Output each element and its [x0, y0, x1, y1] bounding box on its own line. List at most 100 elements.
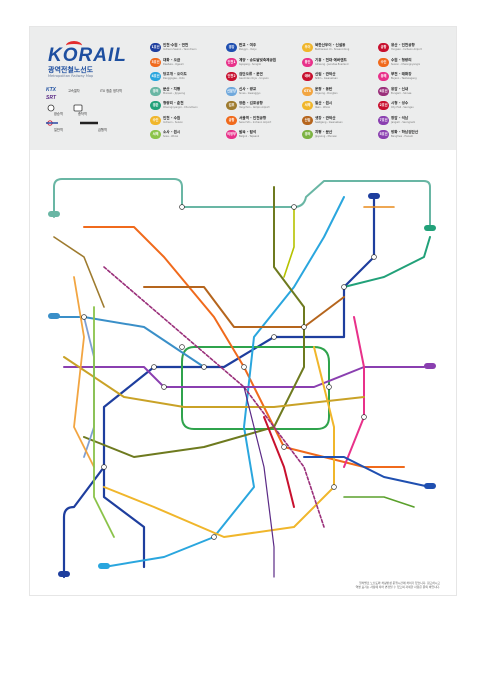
line-name: 검단오류 - 운연 — [239, 72, 263, 76]
line-name: 판교 - 여주 — [239, 43, 257, 47]
route-gyeongchun — [343, 236, 431, 288]
line-name: 문산 - 지평 — [163, 86, 181, 91]
line-name: 장암 - 석남 — [391, 115, 409, 120]
terminal-badge — [424, 225, 436, 231]
line-badge: 경의 — [150, 86, 161, 96]
line-name-en: Danggogae - Oido — [163, 77, 185, 80]
line-name: 방화 - 하남검단산 — [391, 130, 419, 134]
line-name-en: Giheung - Jeondae·Everland — [315, 62, 349, 66]
station-marker — [179, 204, 185, 210]
route-line-1 — [62, 195, 376, 579]
terminal-badge — [98, 563, 110, 569]
terminal-badge — [48, 211, 60, 217]
line-name-en: Bujeon - Taehwagang — [391, 77, 417, 80]
line-name-en: Geomdan Oryu - Unyeon — [239, 77, 269, 80]
line-badge: 수인 — [150, 115, 161, 125]
station-marker — [291, 204, 297, 210]
line-name-en: Unjeong - Dongtan — [315, 91, 338, 95]
station-marker — [201, 364, 207, 370]
line-badge: 6호선 — [378, 86, 389, 96]
line-name-en: Jangam - Seongnam — [391, 120, 416, 124]
line-name: 인천 - 수원 — [163, 115, 181, 120]
line-badge: 김포 — [226, 101, 237, 110]
line-name-en: Gyeyang - Songdo — [239, 62, 262, 66]
stations — [81, 204, 377, 540]
route-airport — [55, 316, 205, 368]
station-marker — [101, 464, 107, 470]
line-name: 신림 - 관악산 — [315, 72, 336, 76]
line-name: 대화 - 오금 — [163, 57, 181, 62]
line-name: 부전 - 태화강 — [391, 72, 412, 76]
legend-header: KORAIL 광역전철노선도 Metropolitan Railway Map … — [30, 27, 456, 150]
trip-label: 일반역 — [54, 128, 63, 132]
line-name: 기흥 - 전대·에버랜드 — [315, 57, 347, 62]
line-badge: 서해 — [302, 101, 313, 110]
line-name: 샛강 - 관악산 — [315, 115, 336, 120]
line-name-en: Yongsan - Incheon Airport — [391, 48, 422, 51]
terminal-badge — [48, 313, 60, 319]
line-badge: 의정부 — [226, 130, 237, 139]
ktx-mark: KTX — [46, 87, 56, 93]
line-badge: 에버 — [302, 72, 313, 81]
line-name-en: Jipyeong - Munsan — [315, 135, 337, 138]
line-badge: 동해 — [378, 72, 389, 81]
line-badge: 5호선 — [378, 130, 389, 139]
line-name: 북한산우이 - 신설동 — [315, 43, 346, 47]
line-name: 당고개 - 오이도 — [163, 72, 187, 76]
route-line-7 — [83, 186, 305, 458]
map-title: 광역전철노선도 — [48, 66, 94, 74]
route-line-8 — [343, 316, 365, 468]
line-badge: 용인 — [302, 57, 313, 67]
route-ktx — [243, 386, 275, 578]
route-ui — [283, 206, 295, 278]
line-name: 발곡 - 탑석 — [239, 130, 257, 134]
line-badge: 2호선 — [378, 101, 389, 110]
line-badge: 우이 — [302, 43, 313, 52]
line-name-en: Pangyo - Yeoju — [239, 48, 257, 51]
line-name: 운정 - 동탄 — [315, 86, 333, 91]
srt-mark: SRT — [46, 95, 56, 101]
station-marker — [341, 284, 347, 290]
line-name-en: Saetgang - Gwanaksan — [315, 120, 343, 124]
station-marker — [271, 334, 277, 340]
line-name: 인천·수원 - 연천 — [163, 43, 189, 47]
line-name-en: City Hall - Seongsu — [391, 106, 414, 109]
station-marker — [151, 364, 157, 370]
transfer-label: 환승역 — [54, 112, 63, 116]
route-everline — [343, 496, 415, 508]
korail-logo-swoosh — [66, 41, 82, 50]
line-name: 용산 - 인천공항 — [391, 43, 415, 47]
line-name-en: Sinsa - Gwanggyo — [239, 91, 261, 95]
line-badge: 7호선 — [378, 115, 389, 125]
line-name-en: Sillim - Gwanaksan — [315, 77, 338, 80]
line-badge: 인천1 — [226, 57, 237, 67]
station-marker — [331, 484, 337, 490]
line-badge: 신분당 — [226, 86, 237, 96]
station-marker — [361, 414, 367, 420]
terminal-badge — [58, 571, 70, 577]
line-name-en: Incheon·Suwon - Yeoncheon — [163, 48, 197, 51]
station-marker — [281, 444, 287, 450]
route-seohae — [93, 306, 115, 538]
branch-label: 급행역 — [98, 128, 107, 132]
station-marker — [326, 384, 332, 390]
line-name: 계양 - 송도달빛축제공원 — [239, 57, 277, 62]
route-line-1-branch — [102, 465, 146, 569]
line-name-en: Daehwa - Ogeum — [163, 62, 184, 66]
route-gtx — [103, 266, 325, 528]
line-name-en: Balgok - Tapseok — [239, 135, 260, 138]
route-suin-bundang — [103, 346, 335, 538]
ktx-station-label: 고속열차 — [68, 89, 80, 93]
line-badge: 3호선 — [150, 57, 161, 67]
line-name-en: Bukhansan Ui - Sinseol-dong — [315, 48, 350, 51]
line-name: 신사 - 광교 — [239, 86, 257, 91]
line-badge: GTX — [302, 86, 313, 96]
route-line-3 — [83, 226, 405, 468]
line-badge: 1호선 — [150, 43, 161, 52]
route-line-4 — [103, 196, 345, 568]
map-poster: KORAIL 광역전철노선도 Metropolitan Railway Map … — [30, 27, 456, 595]
line-name-en: Suwon - Cheongnyangni — [391, 62, 421, 66]
route-incheon-2 — [73, 276, 95, 468]
station-marker — [179, 344, 185, 350]
route-incheon-1 — [83, 316, 95, 458]
